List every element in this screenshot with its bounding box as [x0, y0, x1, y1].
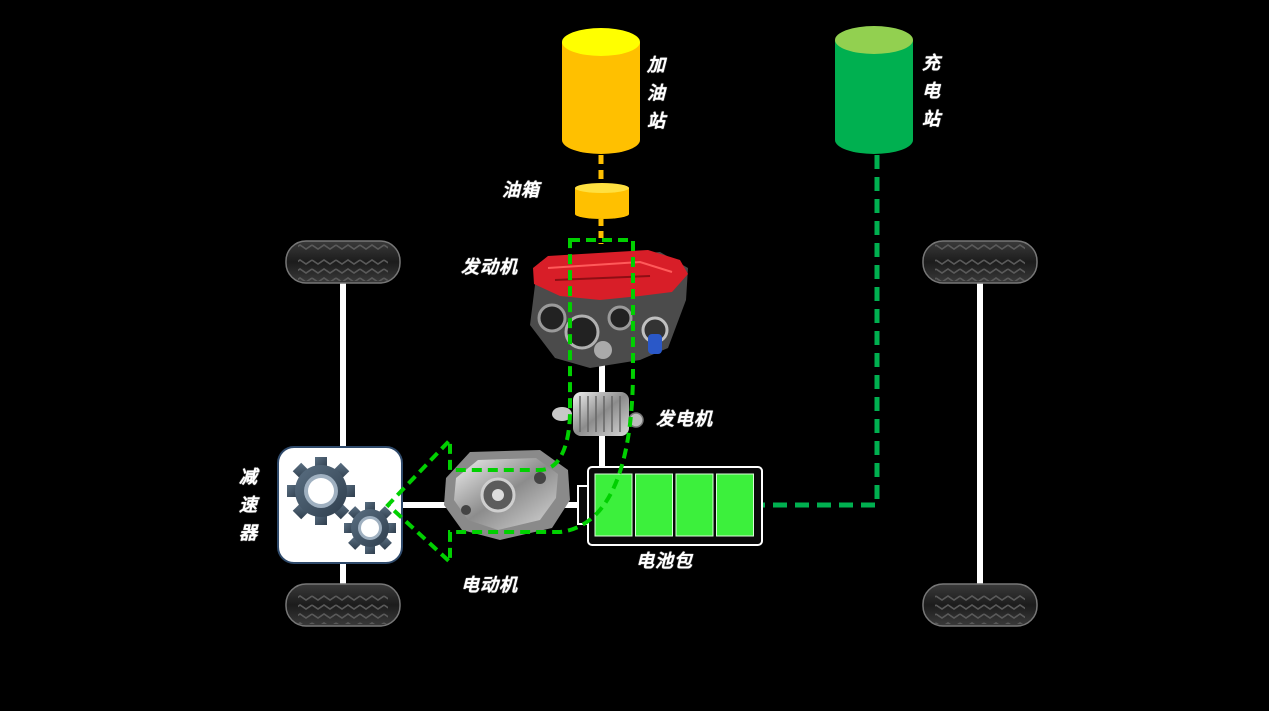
charging-flow-line	[762, 155, 880, 508]
battery-pack-icon	[577, 466, 763, 546]
generator-label: 发电机	[656, 409, 713, 430]
tire-front-left	[285, 240, 401, 284]
charging-station-cylinder	[835, 26, 913, 154]
fuel-tank-label: 油箱	[502, 180, 540, 201]
battery-pack-label: 电池包	[636, 551, 693, 572]
fuel-tank-icon	[575, 183, 629, 219]
charging-station-label: 充电站	[922, 53, 940, 130]
engine-icon	[530, 250, 688, 368]
gear-reducer-icon	[277, 446, 403, 564]
gas-station-label: 加油站	[647, 55, 665, 132]
reducer-label: 减速器	[239, 467, 257, 544]
tire-front-right	[285, 583, 401, 627]
engine-label: 发动机	[461, 257, 518, 278]
energy-flow-arrow	[385, 238, 635, 567]
tire-rear-left	[922, 240, 1038, 284]
gas-station-cylinder	[562, 28, 640, 154]
tire-rear-right	[922, 583, 1038, 627]
generator-icon	[552, 392, 644, 436]
electric-motor-icon	[444, 450, 570, 540]
battery-cell	[594, 473, 633, 537]
battery-cell	[635, 473, 673, 537]
battery-cell	[716, 473, 754, 537]
battery-cell	[675, 473, 714, 537]
motor-label: 电动机	[461, 575, 518, 596]
